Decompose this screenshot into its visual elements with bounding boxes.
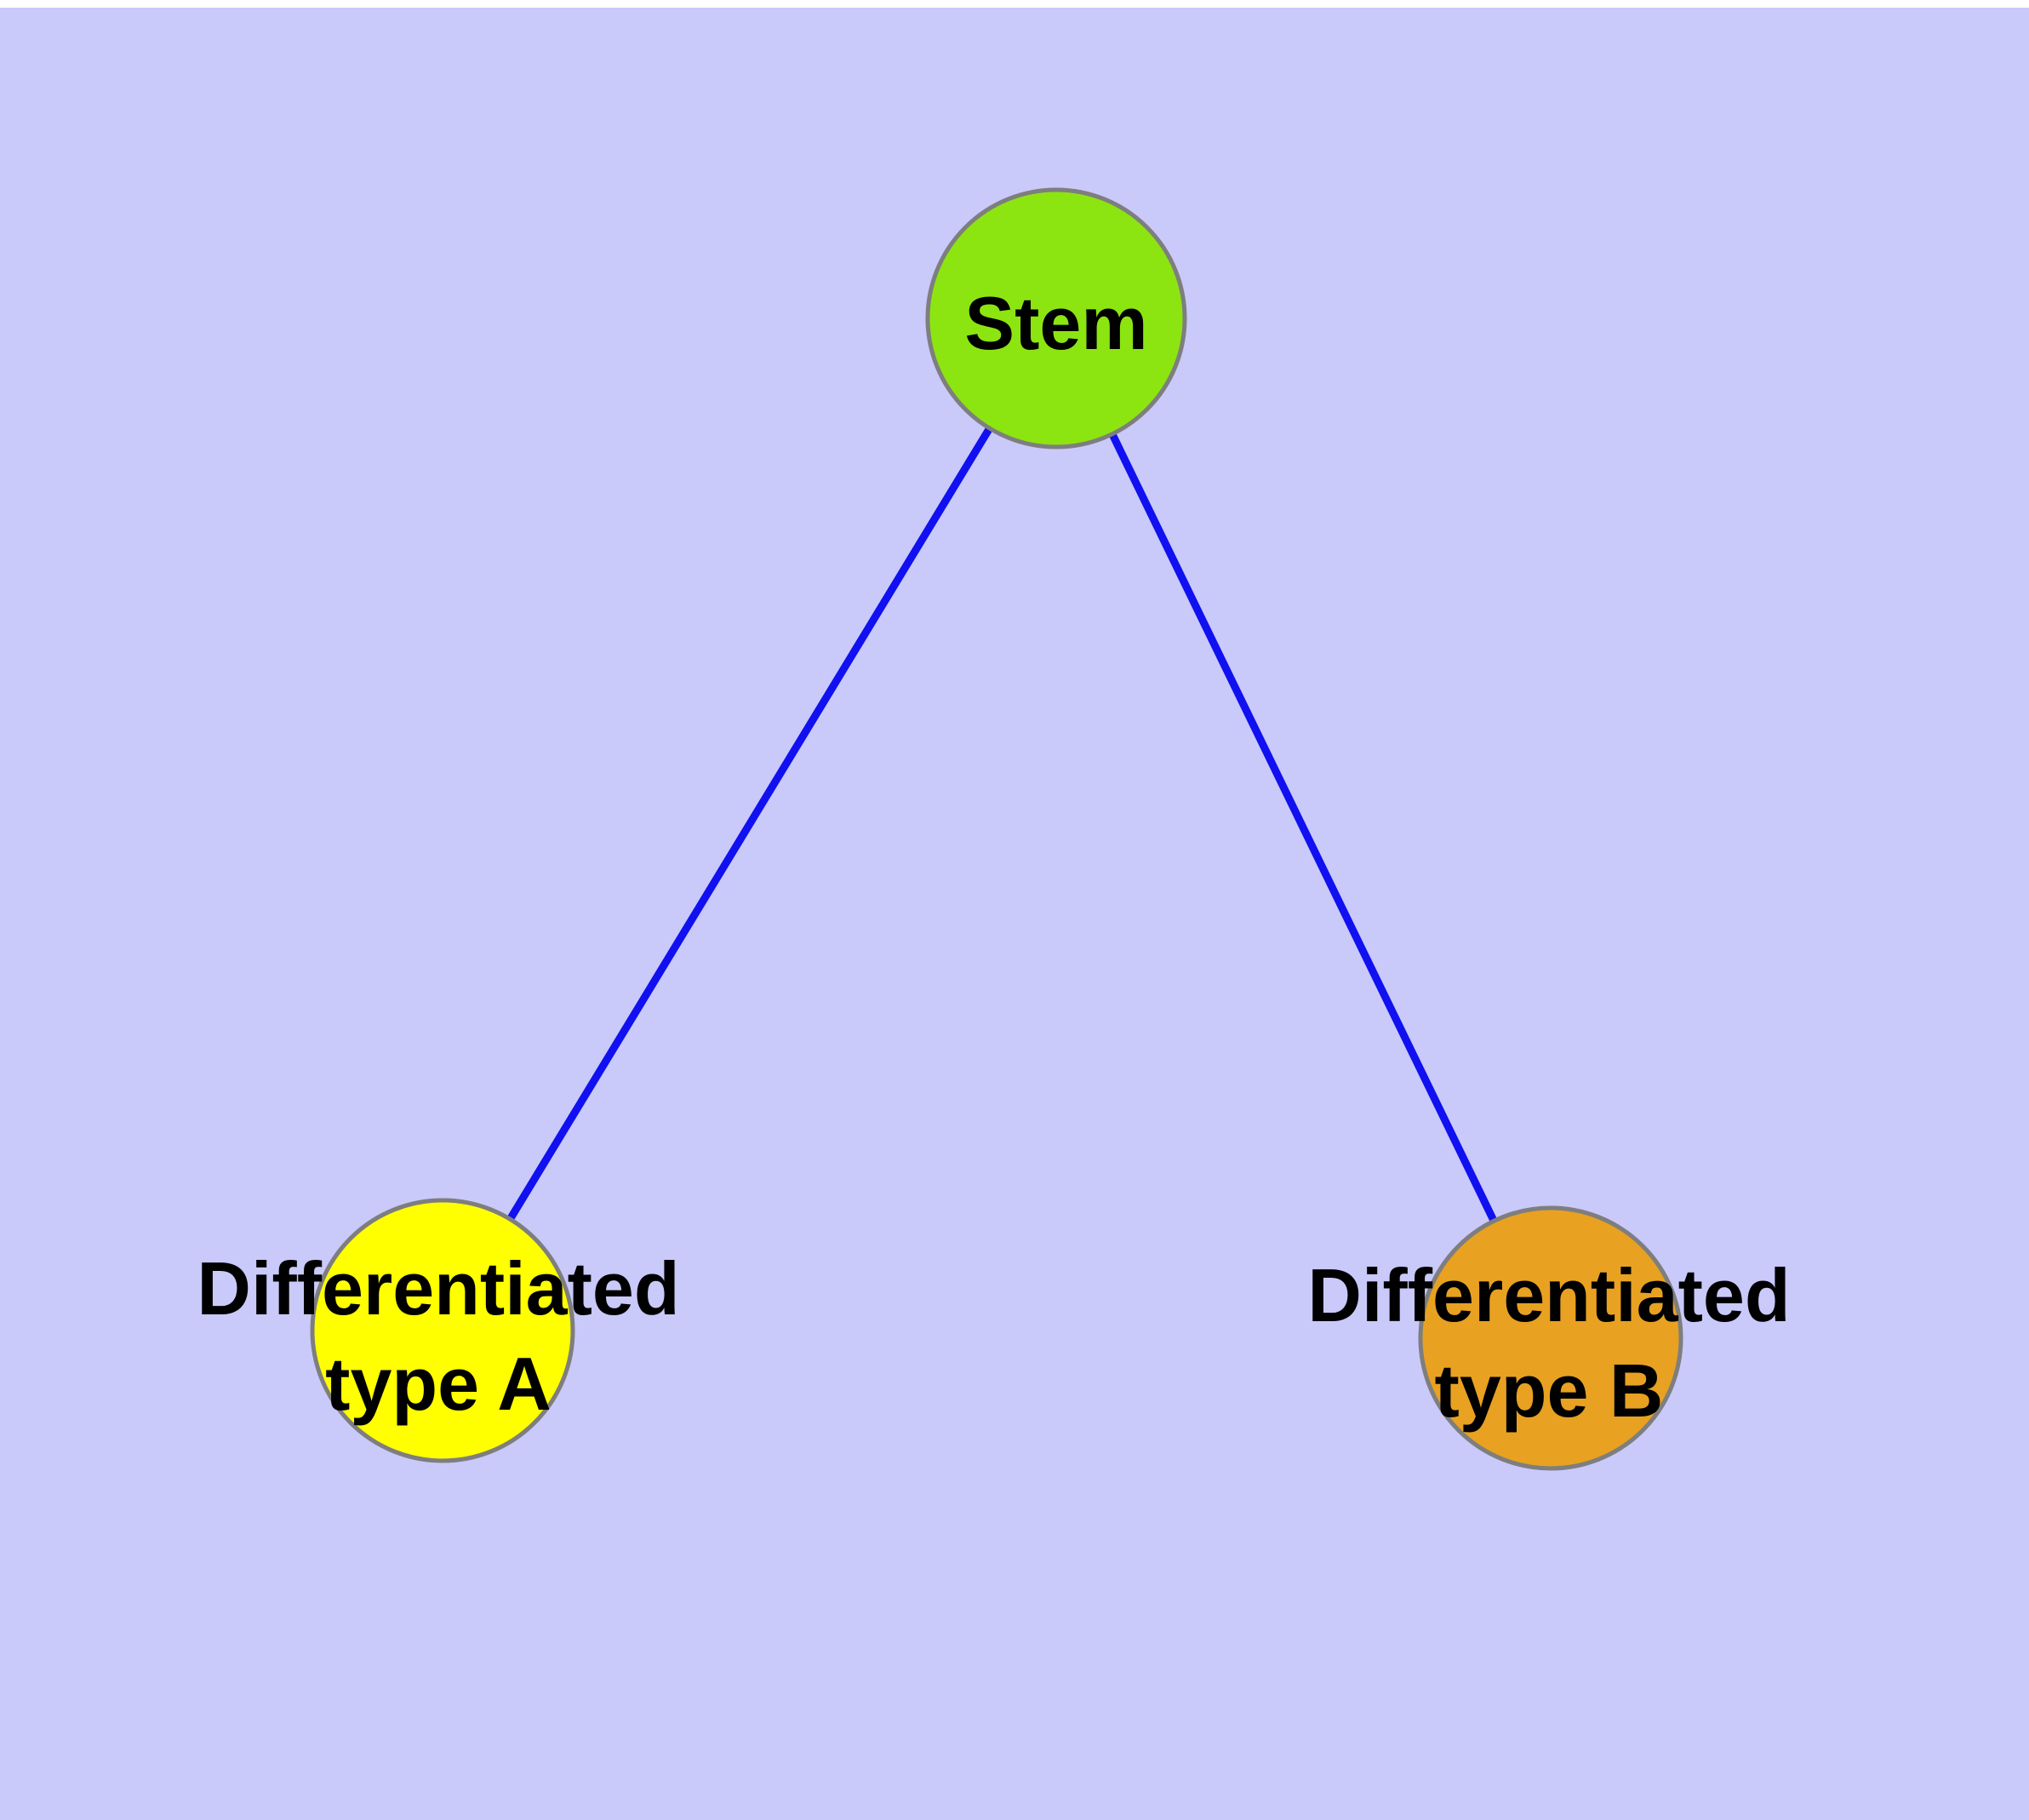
differentiated-type-b-node-circle [1418, 1205, 1683, 1471]
edge-stem-to-type-b [1052, 317, 1555, 1340]
differentiated-type-a-node-circle [310, 1198, 575, 1463]
stem-node-label-line: Stem [964, 281, 1148, 365]
differentiated-type-b-label-line-2: type B [1434, 1348, 1664, 1433]
differentiated-type-b-node-label: Differentiated type B [1307, 1248, 1790, 1439]
differentiated-type-a-label-line-1: Differentiated [197, 1246, 680, 1331]
differentiated-type-a-node-label: Differentiated type A [197, 1241, 679, 1432]
differentiated-type-a-label-line-2: type A [325, 1342, 552, 1426]
stem-node-circle [925, 187, 1187, 449]
stem-node-label: Stem [964, 276, 1147, 371]
edge-stem-to-type-a [439, 316, 1060, 1333]
differentiated-type-b-label-line-1: Differentiated [1307, 1253, 1791, 1337]
